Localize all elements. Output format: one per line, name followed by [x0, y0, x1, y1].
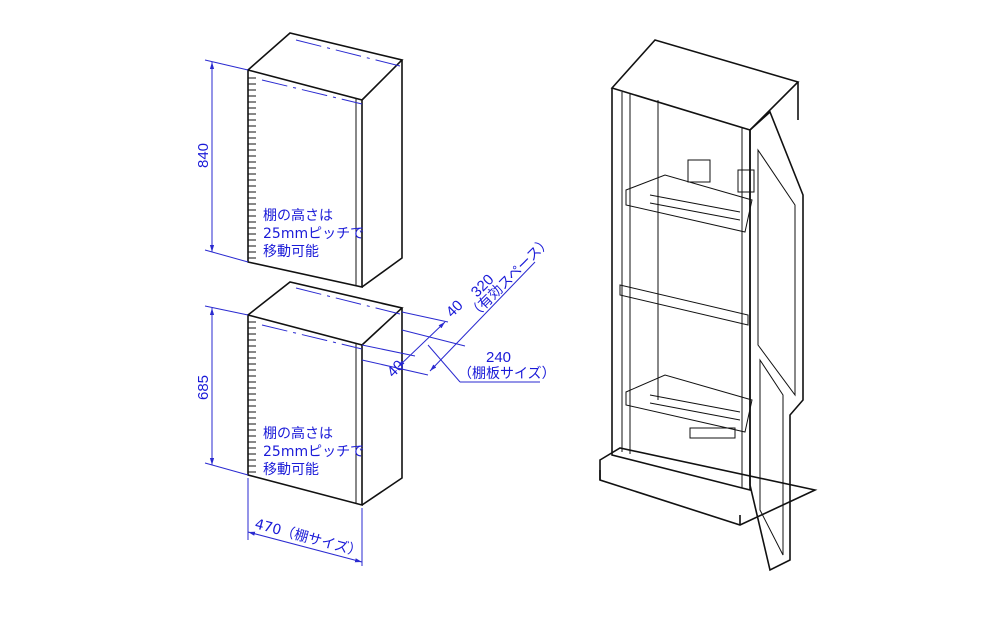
width-dimension: 470（棚サイズ）: [247, 478, 364, 566]
upper-height-label: 840: [195, 143, 212, 168]
depth-dimensions: 40 40 320 （有効スペース） 240 （棚板サイズ）: [361, 234, 556, 383]
rack-cabinet-illustration: [599, 39, 818, 572]
width-label: 470（棚サイズ）: [253, 516, 364, 560]
lower-note-line-3: 移動可能: [263, 462, 319, 478]
shelf-size-value: 240: [486, 349, 511, 366]
lower-note-line-1: 棚の高さは: [263, 425, 333, 442]
lower-shelf-box: 棚の高さは 25mmピッチで 移動可能: [247, 281, 404, 507]
upper-note-line-3: 移動可能: [263, 244, 319, 260]
upper-note-line-1: 棚の高さは: [263, 207, 333, 224]
pitch-ticks: [248, 77, 256, 259]
upper-height-dimension: 840: [195, 59, 249, 263]
upper-note-line-2: 25mmピッチで: [263, 226, 364, 242]
lower-height-label: 685: [195, 375, 212, 400]
cabinet-door: [749, 110, 804, 572]
lower-note-line-2: 25mmピッチで: [263, 444, 364, 460]
upper-shelf-box: 棚の高さは 25mmピッチで 移動可能: [247, 32, 404, 288]
pitch-ticks: [248, 321, 256, 473]
shelf-size-label: （棚板サイズ）: [458, 366, 556, 382]
lower-height-dimension: 685: [195, 305, 249, 476]
offset-front-label: 40: [443, 297, 467, 321]
